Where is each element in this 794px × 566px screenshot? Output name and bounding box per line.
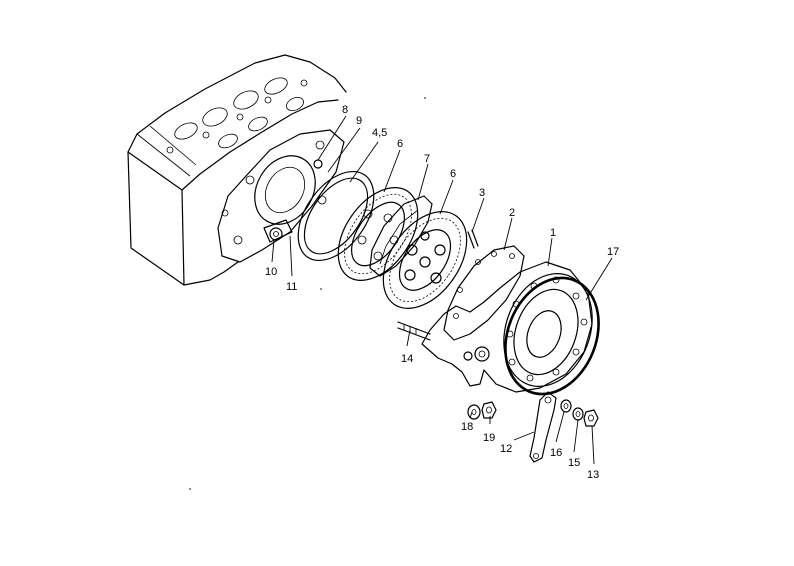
callout-7: 7 [424, 153, 430, 165]
washer-16 [560, 399, 572, 413]
nut-19 [481, 401, 497, 419]
washer-15 [572, 407, 584, 421]
callout-4-5: 4,5 [372, 127, 387, 139]
gasket-2 [443, 245, 525, 341]
callout-2: 2 [509, 207, 515, 219]
friction-plate-6-first [337, 187, 419, 281]
callout-1: 1 [550, 227, 556, 239]
callout-19: 19 [483, 432, 495, 444]
callout-12: 12 [500, 443, 512, 455]
clutch-disc-4-5 [297, 170, 375, 262]
clutch-housing-1 [421, 261, 593, 393]
speck [424, 97, 426, 99]
callout-14: 14 [401, 353, 413, 365]
speck [320, 288, 322, 290]
friction-plate-6-second [382, 211, 468, 309]
o-ring-17 [504, 276, 600, 396]
callout-10: 10 [265, 266, 277, 278]
callout-13: 13 [587, 469, 599, 481]
callout-8: 8 [342, 104, 348, 116]
callout-11: 11 [286, 281, 297, 293]
washer-18 [467, 404, 481, 420]
callout-16: 16 [550, 447, 562, 459]
callout-6-first: 6 [397, 138, 403, 150]
callout-3: 3 [479, 187, 485, 199]
callout-labels: 8 9 4,5 6 7 6 3 2 1 17 10 11 14 18 19 12… [265, 104, 619, 481]
nut-13 [583, 409, 599, 427]
speck [189, 488, 191, 490]
callout-9: 9 [356, 115, 362, 127]
intermediate-plate-7 [369, 195, 433, 277]
stud-3 [467, 229, 479, 249]
engine-block [127, 54, 347, 286]
callout-18: 18 [461, 421, 473, 433]
callout-6-second: 6 [450, 168, 456, 180]
callout-15: 15 [568, 457, 580, 469]
callout-17: 17 [607, 246, 619, 258]
leader-lines [271, 115, 613, 465]
lever-12 [529, 391, 557, 463]
